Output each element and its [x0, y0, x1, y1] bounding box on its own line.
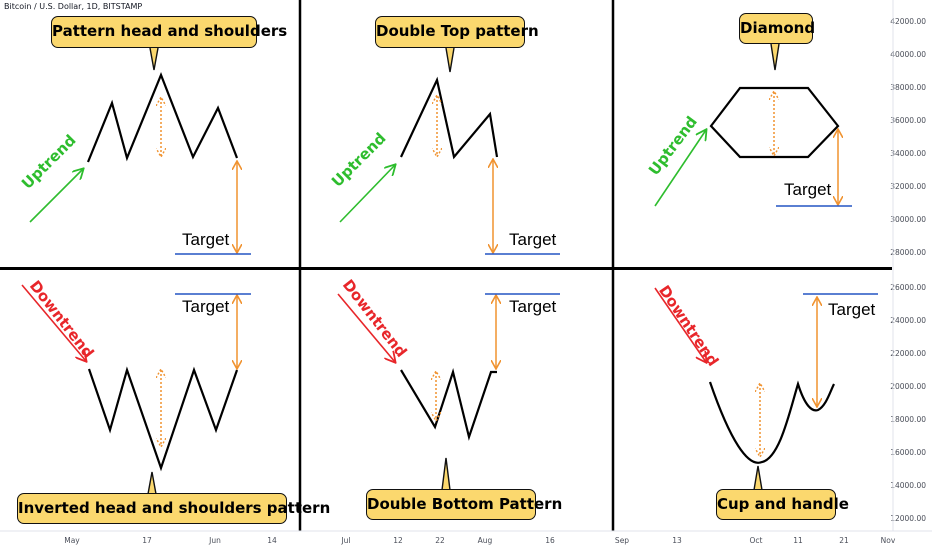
target-label: Target — [784, 180, 832, 199]
downtrend-arrow — [337, 293, 395, 362]
target-label: Target — [828, 300, 876, 319]
downtrend-arrow — [21, 284, 86, 361]
price-tick: 12000.00 — [890, 514, 926, 523]
uptrend-arrow — [654, 130, 706, 207]
price-tick: 22000.00 — [890, 349, 926, 358]
callout-head-shoulders: Pattern head and shoulders — [51, 16, 287, 48]
diamond-shape — [709, 86, 840, 159]
callout-pointer — [147, 471, 157, 495]
time-tick: 13 — [672, 536, 682, 545]
price-tick: 34000.00 — [890, 149, 926, 158]
time-tick: Jul — [341, 536, 351, 545]
time-tick: Aug — [477, 536, 493, 545]
time-tick: 11 — [793, 536, 803, 545]
callout-pointer — [770, 43, 780, 71]
cup-handle-diagram — [654, 287, 878, 491]
target-label: Target — [182, 297, 230, 316]
callout-cup-handle: Cup and handle — [716, 489, 849, 520]
price-tick: 24000.00 — [890, 316, 926, 325]
callout-double-bottom: Double Bottom Pattern — [366, 489, 562, 520]
time-tick: May — [64, 536, 80, 545]
price-tick: 30000.00 — [890, 215, 926, 224]
callout-double-top: Double Top pattern — [375, 16, 539, 48]
price-tick: 42000.00 — [890, 17, 926, 26]
price-line-1 — [400, 368, 497, 441]
inverted-head-shoulders-diagram — [21, 284, 251, 495]
target-label: Target — [509, 230, 557, 249]
time-tick: 21 — [839, 536, 849, 545]
price-tick: 26000.00 — [890, 283, 926, 292]
callout-pointer — [753, 465, 763, 491]
price-tick: 36000.00 — [890, 116, 926, 125]
price-line — [87, 366, 239, 472]
time-tick: 22 — [435, 536, 445, 545]
callout-inverted-head-shoulders: Inverted head and shoulders pattern — [17, 493, 330, 524]
time-tick: Sep — [614, 536, 630, 545]
price-line — [86, 72, 239, 163]
uptrend-arrow — [29, 169, 83, 223]
symbol-header: Bitcoin / U.S. Dollar, 1D, BITSTAMP — [4, 2, 143, 11]
price-tick: 20000.00 — [890, 382, 926, 391]
target-label: Target — [182, 230, 230, 249]
callout-pointer — [441, 457, 451, 491]
time-tick: 14 — [267, 536, 277, 545]
price-tick: 40000.00 — [890, 50, 926, 59]
callout-diamond: Diamond — [739, 13, 815, 44]
uptrend-arrow — [339, 165, 395, 223]
time-tick: Nov — [880, 536, 896, 545]
diamond-diagram — [654, 43, 852, 207]
callout-pointer — [149, 47, 159, 71]
price-tick: 38000.00 — [890, 83, 926, 92]
time-tick: 16 — [545, 536, 555, 545]
downtrend-arrow — [654, 287, 706, 362]
cup-handle-line — [708, 380, 835, 464]
time-tick: 12 — [393, 536, 403, 545]
double-top-diagram — [339, 47, 560, 255]
time-tick: Oct — [749, 536, 763, 545]
time-tick: 17 — [142, 536, 152, 545]
callout-pointer — [445, 47, 455, 73]
time-tick: Jun — [209, 536, 221, 545]
price-tick: 28000.00 — [890, 248, 926, 257]
price-tick: 14000.00 — [890, 481, 926, 490]
price-tick: 32000.00 — [890, 182, 926, 191]
price-line — [400, 76, 499, 160]
double-bottom-diagram — [337, 293, 560, 491]
price-tick: 18000.00 — [890, 415, 926, 424]
target-label: Target — [509, 297, 557, 316]
price-tick: 16000.00 — [890, 448, 926, 457]
head-shoulders-diagram — [29, 47, 251, 255]
